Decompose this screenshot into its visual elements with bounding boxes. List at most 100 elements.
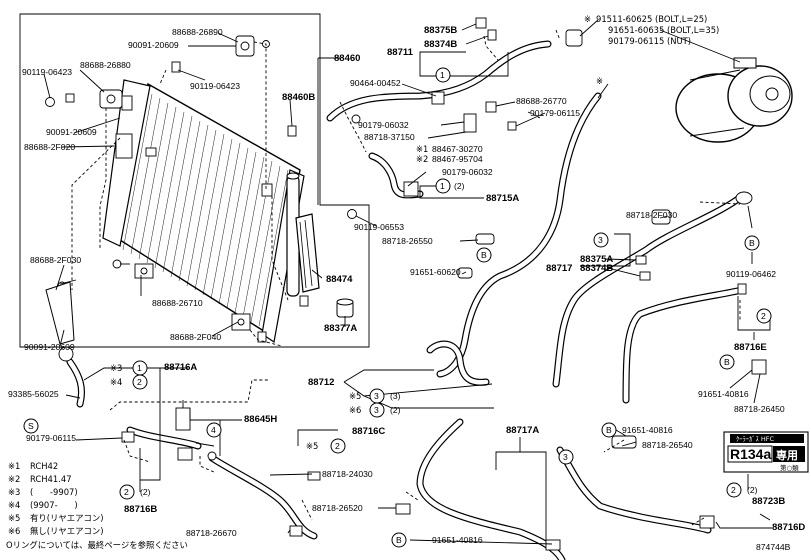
part-label: 88715A <box>486 193 519 204</box>
part-label: 88688-2F030 <box>30 255 81 265</box>
part-label: 88374B <box>580 263 613 274</box>
part-label: 90179-06032 <box>358 120 409 130</box>
part-label: 88716C <box>352 426 385 437</box>
part-label: 88460B <box>282 92 315 103</box>
part-label: 88377A <box>324 323 357 334</box>
legend-mark: ※2 <box>8 474 20 484</box>
sticker-heading: ｸｰﾗｰｶﾞｽ HFC <box>736 435 774 443</box>
o-ring-footnote: Oリングについては、最終ページを参照ください <box>6 540 188 550</box>
condenser-dashed-guides <box>71 41 289 347</box>
circle-marker-2: 2 <box>761 311 766 321</box>
cap-88377a <box>336 298 354 318</box>
part-label: 91651-60620 <box>410 267 461 277</box>
part-label: 88688-26880 <box>80 60 131 70</box>
circle-marker-1: 1 <box>440 181 445 191</box>
star-note-6: ※6 <box>349 405 361 415</box>
part-label: 91651-40816 <box>622 425 673 435</box>
circle-marker-4: 4 <box>211 425 216 435</box>
qty-2: (2) <box>747 485 758 495</box>
star-note: ※ <box>596 76 603 86</box>
legend-text: ( -9907) <box>30 487 78 497</box>
part-label: 90091-20609 <box>46 127 97 137</box>
legend-text: RCH41.47 <box>30 474 72 484</box>
part-label: 91651-40816 <box>698 389 749 399</box>
part-label: 90179-06115 <box>26 433 76 443</box>
circle-marker-3: 3 <box>374 391 379 401</box>
circle-marker-2: 2 <box>137 377 142 387</box>
circle-marker-1: 1 <box>137 363 142 373</box>
fittings <box>58 17 767 551</box>
part-label: 88718-2F030 <box>626 210 677 220</box>
part-label: 88375A <box>580 254 613 265</box>
leader-lines <box>65 19 772 545</box>
part-label: 88716A <box>164 362 197 373</box>
part-label: 88716D <box>772 522 805 533</box>
part-label: 88718-24030 <box>322 469 373 479</box>
star-note-5: ※5 <box>306 441 318 451</box>
star-note-3: ※3 <box>110 363 122 373</box>
bolt-spec-3: 90179-06115 (NUT) <box>608 36 691 46</box>
circle-marker-2: 2 <box>731 485 736 495</box>
legend-text: RCH42 <box>30 461 58 471</box>
sticker-class: 第○類 <box>780 463 799 472</box>
bracket-88688-2f030 <box>45 279 77 345</box>
part-label: 88467-95704 <box>432 154 483 164</box>
part-label: 90119-06423 <box>22 67 72 77</box>
qty-2: (2) <box>390 405 401 415</box>
part-label: 88645H <box>244 414 277 425</box>
bolt-spec-2: 91651-60635 (BOLT,L=35) <box>608 25 719 35</box>
legend-mark: ※4 <box>8 500 20 510</box>
circle-marker-1: 1 <box>440 70 445 80</box>
part-label: 88718-37150 <box>364 132 415 142</box>
quantity-marks: (2) (3) (2) (2) (2) <box>140 181 758 497</box>
part-label: 88718-26670 <box>186 528 237 538</box>
sticker-suffix: 専用 <box>776 448 798 462</box>
circle-markers: 1 1 B 3 B 2 1 2 3 3 4 2 2 3 B 2 B B S <box>23 67 772 548</box>
part-number-labels: 88688-26890 90091-20609 88688-26880 9011… <box>8 25 805 545</box>
legend-text: (9907- ) <box>30 500 78 510</box>
circle-marker-s: S <box>28 421 34 431</box>
part-label: 88718-26520 <box>312 503 363 513</box>
part-label: 88711 <box>387 47 414 58</box>
part-label: 93385-56025 <box>8 389 59 399</box>
compressor-illustration <box>659 29 793 143</box>
star-note-2: ※2 <box>416 154 428 164</box>
star-note-5: ※5 <box>349 391 361 401</box>
refrigerant-pipes <box>66 40 746 560</box>
condenser-illustration <box>102 79 305 344</box>
star-markers: ※ ※ ※1 ※2 ※3 ※4 ※5 ※6 ※5 91511-60625 (BO… <box>110 14 719 451</box>
circle-marker-b: B <box>396 535 402 545</box>
qty-2: (2) <box>140 487 151 497</box>
part-label: 88474 <box>326 274 353 285</box>
part-label: 88688-2F040 <box>170 332 221 342</box>
legend-text: 有り(リヤエアコン) <box>30 513 104 523</box>
circle-marker-3: 3 <box>598 235 603 245</box>
legend-mark: ※6 <box>8 526 20 536</box>
part-label: 88460 <box>334 53 360 64</box>
legend-mark: ※1 <box>8 461 20 471</box>
circle-marker-3: 3 <box>563 452 568 462</box>
part-label: 88688-26710 <box>152 298 203 308</box>
star-note: ※ <box>584 14 591 24</box>
star-note-4: ※4 <box>110 377 122 387</box>
legend-text: 無し(リヤエアコン) <box>30 526 104 536</box>
legend: ※1 RCH42 ※2 RCH41.47 ※3 ( -9907) ※4 (990… <box>6 461 188 550</box>
circle-marker-b: B <box>606 425 612 435</box>
part-label: 88688-26890 <box>172 27 223 37</box>
part-label: 90091-20609 <box>24 342 75 352</box>
part-label: 88718-26450 <box>734 404 785 414</box>
part-label: 90119-06462 <box>726 269 776 279</box>
circle-marker-b: B <box>724 357 730 367</box>
part-label: 88374B <box>424 39 457 50</box>
part-label: 88467-30270 <box>432 144 483 154</box>
part-label: 91651-40816 <box>432 535 483 545</box>
part-label: 88688-2F020 <box>24 142 75 152</box>
part-label: 88712 <box>308 377 334 388</box>
part-label: 90464-00452 <box>350 78 401 88</box>
sticker-refrigerant-type: R134a <box>730 446 771 462</box>
part-label: 90119-06423 <box>190 81 240 91</box>
qty-2: (2) <box>454 181 465 191</box>
circle-marker-b: B <box>749 238 755 248</box>
qty-3: (3) <box>390 391 401 401</box>
